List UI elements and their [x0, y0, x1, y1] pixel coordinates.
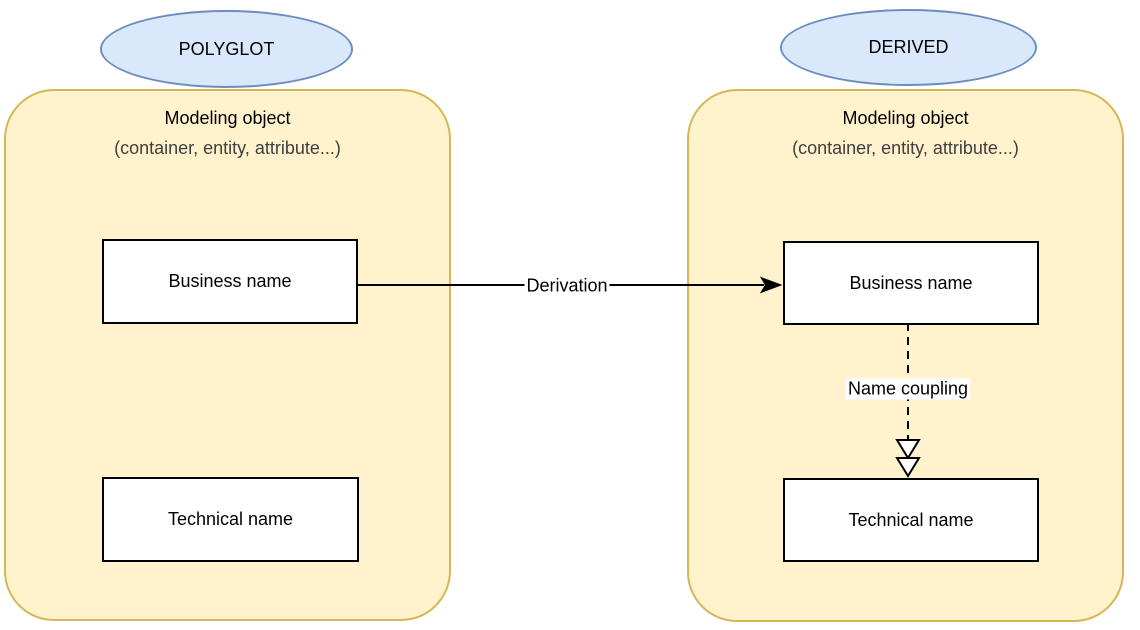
group-title-text: Modeling object: [842, 108, 969, 128]
polyglot-group: Modeling object (container, entity, attr…: [4, 89, 451, 621]
name-coupling-edge-label: Name coupling: [845, 378, 971, 400]
tag-label: POLYGLOT: [178, 38, 275, 59]
group-subtitle-text: (container, entity, attribute...): [114, 138, 341, 158]
group-subtitle-text: (container, entity, attribute...): [792, 138, 1019, 158]
derived-business-name-box: Business name: [783, 241, 1039, 325]
group-title-text: Modeling object: [164, 108, 291, 128]
box-label: Business name: [168, 271, 292, 291]
box-label: Business name: [849, 272, 973, 293]
box-label: Technical name: [167, 509, 294, 529]
polyglot-business-name-box: Business name: [102, 239, 358, 324]
derivation-edge-label: Derivation: [524, 275, 610, 297]
derived-group: Modeling object (container, entity, attr…: [687, 89, 1124, 622]
polyglot-tag-ellipse: POLYGLOT: [100, 10, 353, 88]
derived-technical-name-box: Technical name: [783, 478, 1039, 562]
box-label: Technical name: [848, 509, 974, 530]
derived-group-title: Modeling object (container, entity, attr…: [689, 103, 1122, 163]
polyglot-technical-name-box: Technical name: [102, 477, 359, 562]
polyglot-group-title: Modeling object (container, entity, attr…: [6, 103, 449, 163]
tag-label: DERIVED: [868, 37, 949, 57]
derived-tag-ellipse: DERIVED: [780, 9, 1037, 86]
